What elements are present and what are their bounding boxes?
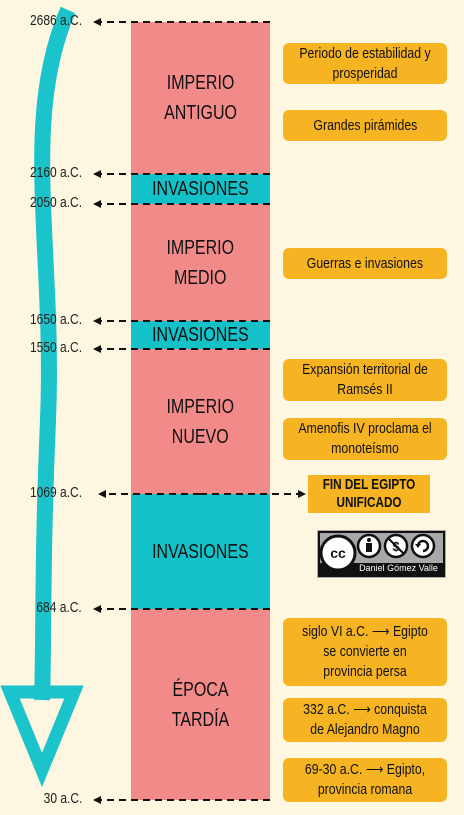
note-alejandro: 332 a.C. ⟶ conquista de Alejandro Magno [283, 698, 447, 742]
svg-text:cc: cc [330, 545, 346, 561]
note-estabilidad: Periodo de estabilidad y prosperidad [283, 43, 447, 84]
band-invasiones-2: INVASIONES [131, 321, 270, 349]
license-author: Daniel Gómez Valle [359, 563, 438, 573]
license-badge: cc $ Daniel Gómez Valle [317, 530, 446, 578]
label-imperio-antiguo: IMPERIO ANTIGUO [164, 72, 237, 124]
sa-icon [410, 533, 436, 559]
label-epoca-tardia: ÉPOCA TARDÍA [171, 678, 230, 731]
band-imperio-antiguo: IMPERIO ANTIGUO [131, 22, 270, 174]
by-icon [356, 533, 382, 559]
note-amenofis: Amenofis IV proclama el monoteísmo [283, 418, 447, 460]
label-invasiones-1: INVASIONES [152, 178, 249, 200]
date-2160: 2160 a.C. [29, 164, 82, 181]
note-romana: 69-30 a.C. ⟶ Egipto, provincia romana [283, 758, 447, 802]
label-imperio-medio: IMPERIO MEDIO [166, 236, 235, 289]
band-epoca-tardia: ÉPOCA TARDÍA [131, 609, 270, 800]
date-2050: 2050 a.C. [29, 194, 82, 211]
note-siglo-vi: siglo VI a.C. ⟶ Egipto se convierte en p… [283, 618, 447, 686]
note-ramses: Expansión territorial de Ramsés II [283, 359, 447, 401]
timeline-arrow-shaft [34, 6, 76, 701]
band-invasiones-1: INVASIONES [131, 174, 270, 204]
band-invasiones-3: INVASIONES [131, 494, 270, 609]
date-1650: 1650 a.C. [29, 311, 82, 328]
nc-icon: $ [383, 533, 409, 559]
label-invasiones-2: INVASIONES [152, 324, 249, 346]
label-invasiones-3: INVASIONES [152, 540, 249, 563]
date-684: 684 a.C. [36, 599, 82, 616]
date-1069: 1069 a.C. [29, 484, 82, 501]
note-guerras: Guerras e invasiones [283, 248, 447, 279]
cc-icon: cc [319, 534, 357, 572]
date-2686: 2686 a.C. [29, 12, 82, 29]
band-imperio-nuevo: IMPERIO NUEVO [131, 349, 270, 494]
band-imperio-medio: IMPERIO MEDIO [131, 204, 270, 321]
note-piramides: Grandes pirámides [283, 110, 447, 141]
license-icons: cc $ [319, 533, 436, 572]
note-fin-egipto: FIN DEL EGIPTO UNIFICADO [308, 475, 430, 513]
label-imperio-nuevo: IMPERIO NUEVO [166, 395, 235, 448]
date-1550: 1550 a.C. [29, 339, 82, 356]
timeline-arrow-head [0, 685, 84, 788]
date-30: 30 a.C. [43, 790, 82, 807]
